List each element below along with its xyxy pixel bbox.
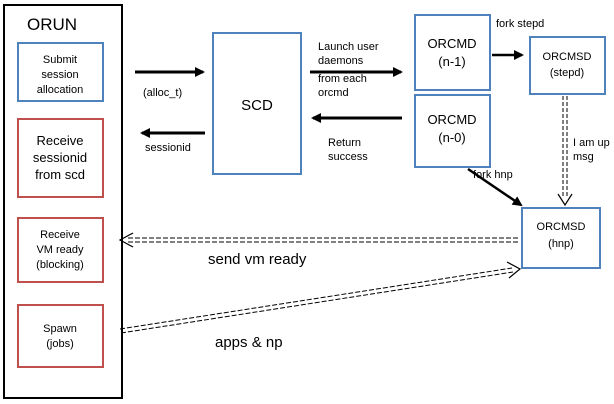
label-launch-line-2: daemons [318,55,364,67]
orun-box-spawn-line-1: Spawn [43,323,77,335]
orcmd-n1-box: ORCMD (n-1) [414,14,491,91]
orcmd-n1-line-2: (n-1) [438,54,465,69]
orcmsd-hnp-box: ORCMSD (hnp) [521,207,601,269]
orun-box-receive-vm-ready-line-1: Receive [40,229,80,241]
label-alloc: (alloc_t) [143,87,182,99]
scd-label: SCD [241,97,273,114]
orun-title: ORUN [27,15,77,34]
orcmsd-stepd-line-2: (stepd) [550,67,584,79]
orun-box-submit: Submit session allocation [17,42,104,102]
orcmsd-hnp-line-2: (hnp) [548,238,574,250]
orun-box-submit-line-2: session [41,69,78,81]
arrow-apps-np [119,261,522,334]
orun-box-submit-line-3: allocation [37,84,83,96]
label-fork-stepd: fork stepd [496,18,544,30]
label-return-line-1: Return [328,137,361,149]
label-i-am-up-line-1: I am up [573,137,610,149]
orcmsd-hnp-line-1: ORCMSD [537,221,586,233]
label-fork-hnp: fork hnp [473,169,513,181]
orcmd-n0-line-2: (n-0) [438,130,465,145]
orcmsd-stepd-line-1: ORCMSD [543,51,592,63]
arrow-fork-hnp [467,167,523,207]
orun-box-receive-sessionid-line-3: from scd [35,167,85,182]
orun-box-receive-sessionid: Receive sessionid from scd [17,118,104,198]
label-launch-line-1: Launch user [318,41,379,53]
orcmd-n0-line-1: ORCMD [427,112,476,127]
orcmd-n1-line-1: ORCMD [427,36,476,51]
orun-box-receive-sessionid-line-1: Receive [37,133,84,148]
arrow-send-vm-ready [118,232,519,248]
orun-box-receive-vm-ready-line-3: (blocking) [36,259,84,271]
orun-box-submit-line-1: Submit [43,54,77,66]
orcmd-n0-box: ORCMD (n-0) [414,94,491,168]
label-i-am-up-line-2: msg [573,151,594,163]
orun-box-spawn-line-2: (jobs) [46,338,74,350]
label-apps-np: apps & np [215,334,283,351]
label-sessionid: sessionid [145,142,191,154]
orcmsd-stepd-box: ORCMSD (stepd) [529,36,606,95]
arrow-i-am-up [557,96,573,207]
label-send-vm-ready: send vm ready [208,251,307,268]
orun-box-receive-sessionid-line-2: sessionid [33,150,87,165]
label-launch-line-4: orcmd [318,87,349,99]
scd-box: SCD [212,32,302,175]
label-launch-line-3: from each [318,73,367,85]
orun-box-receive-vm-ready-line-2: VM ready [36,244,84,256]
orun-box-receive-vm-ready: Receive VM ready (blocking) [17,217,104,283]
label-return-line-2: success [328,151,368,163]
orun-box-spawn: Spawn (jobs) [17,304,104,368]
